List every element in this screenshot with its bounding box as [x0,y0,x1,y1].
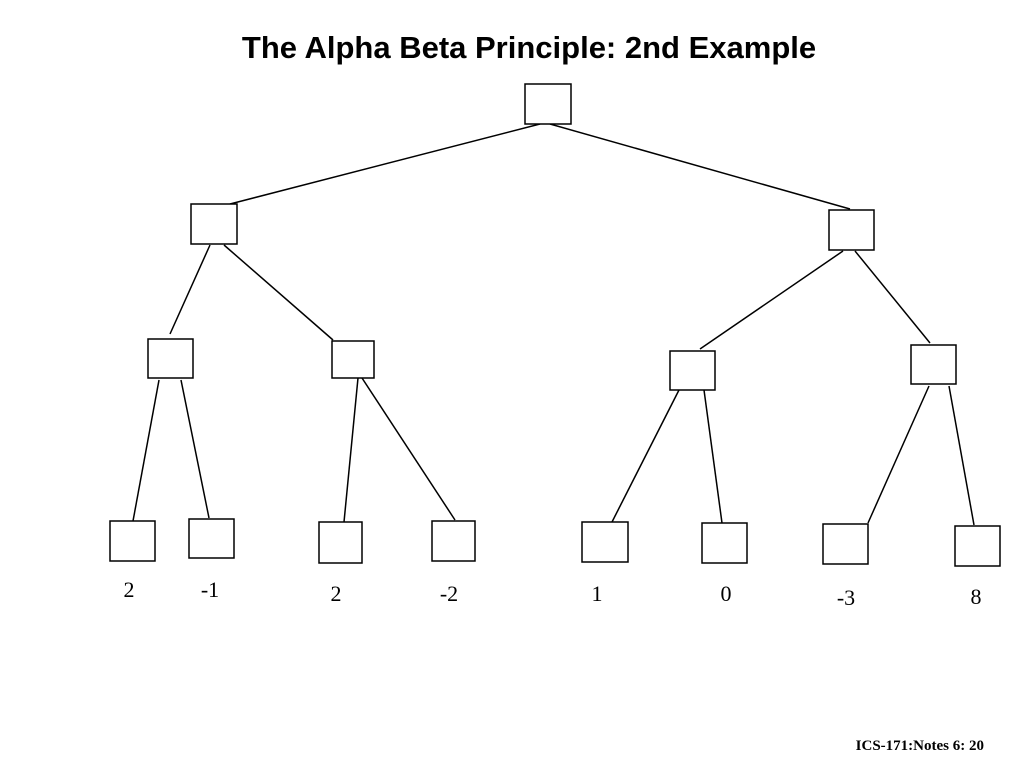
edge-rr-leaf7 [867,385,930,524]
node-left-left [147,338,194,379]
leaf-value-6: 0 [721,581,732,606]
leaf-node-4 [431,520,476,562]
leaf-node-2 [188,518,235,559]
edge-root-right [549,123,851,210]
node-right [828,209,875,251]
edge-r-rl [699,250,844,350]
edge-rl-leaf5 [611,389,680,523]
leaf-node-3 [318,521,363,564]
edge-rr-leaf8 [948,385,975,526]
edge-ll-leaf2 [180,379,210,519]
node-right-left [669,350,716,391]
leaf-node-5 [581,521,629,563]
node-left-right [331,340,375,379]
leaf-node-6 [701,522,748,564]
edge-root-left [229,123,541,205]
leaf-node-1 [109,520,156,562]
edge-l-lr [223,244,334,341]
edge-ll-leaf1 [132,379,160,522]
tree-edges [132,123,975,526]
slide-title: The Alpha Beta Principle: 2nd Example [241,30,817,65]
edge-lr-leaf3 [343,377,359,523]
slide-footer: ICS-171:Notes 6: 20 [855,738,984,754]
leaf-value-1: 2 [124,577,135,602]
edge-rl-leaf6 [703,389,723,524]
leaf-value-3: 2 [331,581,342,606]
tree-nodes [109,83,1001,567]
leaf-value-5: 1 [592,581,603,606]
leaf-values: 2 -1 2 -2 1 0 -3 8 [124,577,982,610]
edge-lr-leaf4 [361,377,456,521]
leaf-value-8: 8 [971,584,982,609]
leaf-value-4: -2 [440,581,458,606]
leaf-node-7 [822,523,869,565]
leaf-node-8 [954,525,1001,567]
node-left [190,203,238,245]
edge-l-ll [169,244,211,335]
leaf-value-2: -1 [201,577,219,602]
node-root [524,83,572,125]
node-right-right [910,344,957,385]
edge-r-rr [854,250,931,344]
leaf-value-7: -3 [837,585,855,610]
